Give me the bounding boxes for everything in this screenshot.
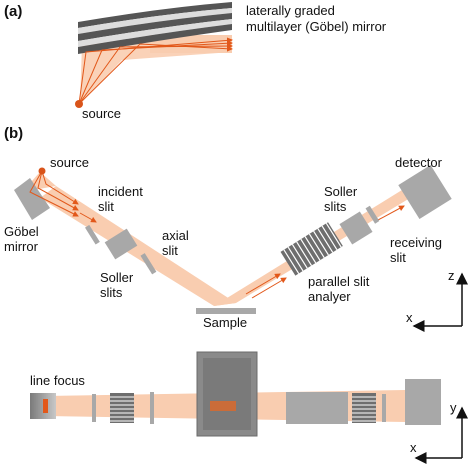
panel-b-source-dot bbox=[38, 167, 46, 175]
panel-a: (a) laterally graded multilayer (Göbel) … bbox=[4, 2, 387, 121]
receiving-slit-label-line2: slit bbox=[390, 250, 406, 265]
receiving-slit-label-line1: receiving bbox=[390, 235, 442, 250]
line-focus-label: line focus bbox=[30, 373, 85, 388]
sample-label: Sample bbox=[203, 315, 247, 330]
detector bbox=[398, 164, 452, 220]
incident-slit-label-line1: incident bbox=[98, 184, 143, 199]
incident-rays bbox=[29, 170, 97, 223]
top-soller-left bbox=[110, 393, 134, 423]
soller-slits-left-label-line2: slits bbox=[100, 285, 123, 300]
top-axial-slit bbox=[150, 392, 154, 424]
top-detector bbox=[405, 379, 441, 425]
top-soller-right bbox=[352, 393, 376, 423]
panel-a-rays bbox=[78, 37, 233, 105]
diffracted-rays bbox=[245, 205, 405, 299]
axis-z-label: z bbox=[448, 268, 455, 283]
soller-slits-left bbox=[104, 228, 138, 260]
mirror-label-line2: multilayer (Göbel) mirror bbox=[246, 19, 387, 34]
parallel-slit-analyzer bbox=[280, 222, 343, 276]
axial-slit-label-line1: axial bbox=[162, 228, 189, 243]
top-incident-slit bbox=[92, 394, 96, 422]
axis-x-label-b: x bbox=[406, 310, 413, 325]
soller-slits-right-label-line2: slits bbox=[324, 199, 347, 214]
top-receiving-slit bbox=[382, 394, 386, 422]
incident-slit bbox=[85, 224, 100, 245]
zx-axes bbox=[412, 272, 468, 332]
yx-axes bbox=[414, 406, 468, 464]
panel-b-gobel-mirror bbox=[14, 178, 50, 220]
incident-slit-label-line2: slit bbox=[98, 199, 114, 214]
mirror-label-line1: laterally graded bbox=[246, 3, 335, 18]
incident-beam bbox=[40, 186, 236, 306]
axial-slit-label-line2: slit bbox=[162, 243, 178, 258]
soller-slits-right bbox=[339, 211, 373, 245]
soller-slits-left-label-line1: Soller bbox=[100, 270, 134, 285]
axis-x-label-top: x bbox=[410, 440, 417, 455]
parallel-slit-label-line2: analyer bbox=[308, 289, 351, 304]
sample bbox=[196, 308, 256, 314]
top-sample-spot bbox=[210, 401, 236, 411]
panel-a-label: (a) bbox=[4, 3, 22, 20]
gobel-mirror-label-line2: mirror bbox=[4, 239, 39, 254]
receiving-slit bbox=[365, 205, 380, 224]
panel-b-label: (b) bbox=[4, 125, 23, 142]
top-parallel-slit-box bbox=[286, 392, 348, 424]
axial-slit bbox=[140, 253, 157, 275]
panel-b: (b) bbox=[4, 125, 468, 332]
panel-b-source-label: source bbox=[50, 155, 89, 170]
gobel-mirror-multilayer bbox=[78, 2, 232, 54]
panel-a-source-label: source bbox=[82, 106, 121, 121]
top-view: line focus y x bbox=[30, 351, 468, 464]
panel-a-source-dot bbox=[75, 100, 83, 108]
detector-label: detector bbox=[395, 155, 443, 170]
soller-slits-right-label-line1: Soller bbox=[324, 184, 358, 199]
panel-a-parallel-beam bbox=[150, 35, 232, 53]
parallel-slit-label-line1: parallel slit bbox=[308, 274, 370, 289]
top-sample-inner bbox=[203, 358, 251, 430]
gobel-mirror-label-line1: Göbel bbox=[4, 224, 39, 239]
line-focus-spot bbox=[43, 399, 48, 413]
axis-y-label: y bbox=[450, 400, 457, 415]
